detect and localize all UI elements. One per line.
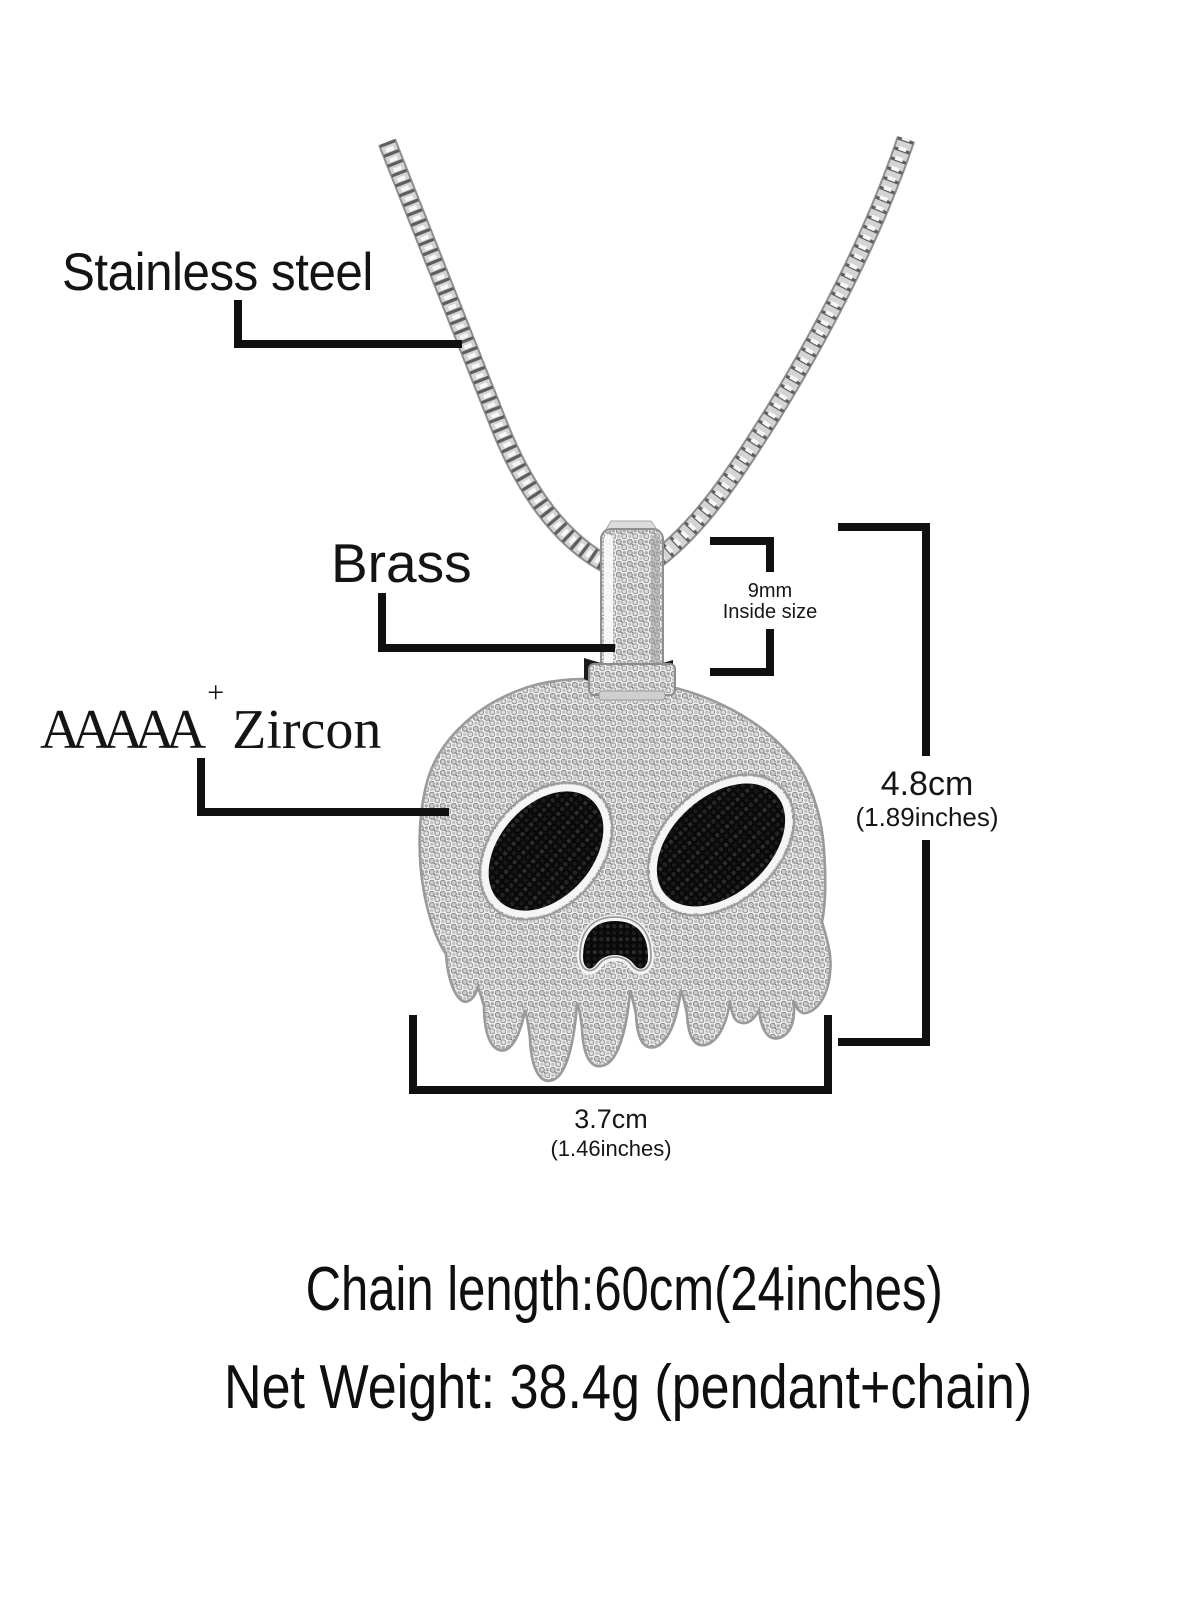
pendant-height-alt: (1.89inches) [855, 802, 999, 832]
bail-inside-size-caption: Inside size [722, 601, 818, 623]
pendant-width-label: 3.7cm (1.46inches) [506, 1104, 716, 1162]
pendant-width-value: 3.7cm [574, 1104, 648, 1134]
pendant-width-bracket [409, 1015, 832, 1094]
rope-chain-right [650, 135, 916, 568]
bail-material-pointer [378, 593, 615, 652]
stone-material-label: AAAAA+Zircon [40, 678, 382, 761]
stone-grade-text: AAAAA [40, 699, 206, 761]
stone-name-text: Zircon [232, 699, 382, 761]
skull-nose [576, 914, 655, 975]
skull-eye-right [646, 773, 796, 917]
chain-material-pointer [234, 300, 462, 348]
bail-inside-size-label: 9mm Inside size [690, 572, 850, 629]
chain-length-spec: Chain length:60cm(24inches) [24, 1259, 1200, 1321]
pendant-height-label: 4.8cm (1.89inches) [827, 756, 1027, 840]
net-weight-text: Net Weight: 38.4g (pendant+chain) [223, 1353, 1033, 1422]
stone-material-pointer [197, 758, 449, 816]
stone-grade-superscript: + [207, 676, 225, 710]
rope-chain-left [378, 138, 617, 576]
pendant-width-alt: (1.46inches) [550, 1136, 672, 1161]
net-weight-spec: Net Weight: 38.4g (pendant+chain) [28, 1357, 1200, 1419]
chain-material-label: Stainless steel [62, 243, 373, 302]
bail-hinge [584, 658, 676, 701]
skull-pendant [418, 677, 832, 1083]
pendant-height-value: 4.8cm [880, 765, 974, 803]
bail [584, 520, 676, 701]
chain-length-text: Chain length:60cm(24inches) [305, 1255, 943, 1324]
skull-eye-left [478, 781, 614, 921]
bail-inside-size-value: 9mm [747, 580, 793, 602]
bail-material-label: Brass [331, 532, 472, 594]
